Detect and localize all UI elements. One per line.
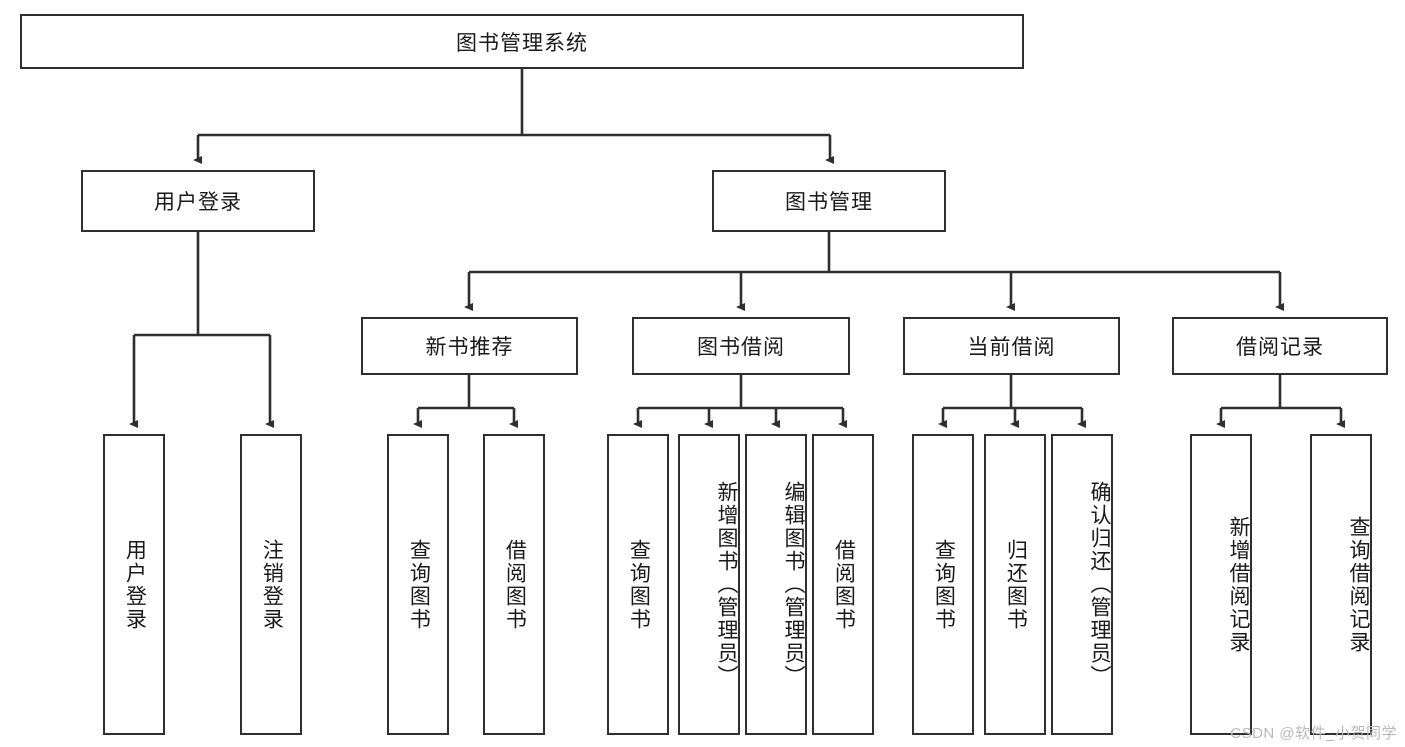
node-new-book-recommend[interactable]: 新书推荐 xyxy=(361,317,578,375)
leaf-query-book[interactable]: 查询图书 xyxy=(607,434,669,735)
leaf-borrow-book[interactable]: 借阅图书 xyxy=(812,434,874,735)
leaf-query-book-current[interactable]: 查询图书 xyxy=(912,434,974,735)
leaf-query-book-recommend[interactable]: 查询图书 xyxy=(387,434,449,735)
leaf-user-login[interactable]: 用户登录 xyxy=(103,434,165,735)
leaf-confirm-return-admin[interactable]: 确认归还（管理员） xyxy=(1051,434,1113,735)
node-current-borrow[interactable]: 当前借阅 xyxy=(903,317,1120,375)
leaf-logout[interactable]: 注销登录 xyxy=(240,434,302,735)
leaf-return-book[interactable]: 归还图书 xyxy=(984,434,1046,735)
node-root[interactable]: 图书管理系统 xyxy=(20,14,1024,69)
leaf-query-borrow-record[interactable]: 查询借阅记录 xyxy=(1310,434,1372,735)
leaf-add-book-admin[interactable]: 新增图书（管理员） xyxy=(678,434,740,735)
watermark: CSDN @软件_小贺同学 xyxy=(1230,725,1397,742)
node-user-login[interactable]: 用户登录 xyxy=(81,170,315,232)
node-book-management[interactable]: 图书管理 xyxy=(712,170,946,232)
node-book-borrow[interactable]: 图书借阅 xyxy=(632,317,850,375)
leaf-add-borrow-record[interactable]: 新增借阅记录 xyxy=(1190,434,1252,735)
leaf-edit-book-admin[interactable]: 编辑图书（管理员） xyxy=(745,434,807,735)
node-borrow-record[interactable]: 借阅记录 xyxy=(1172,317,1388,375)
leaf-borrow-book-recommend[interactable]: 借阅图书 xyxy=(483,434,545,735)
